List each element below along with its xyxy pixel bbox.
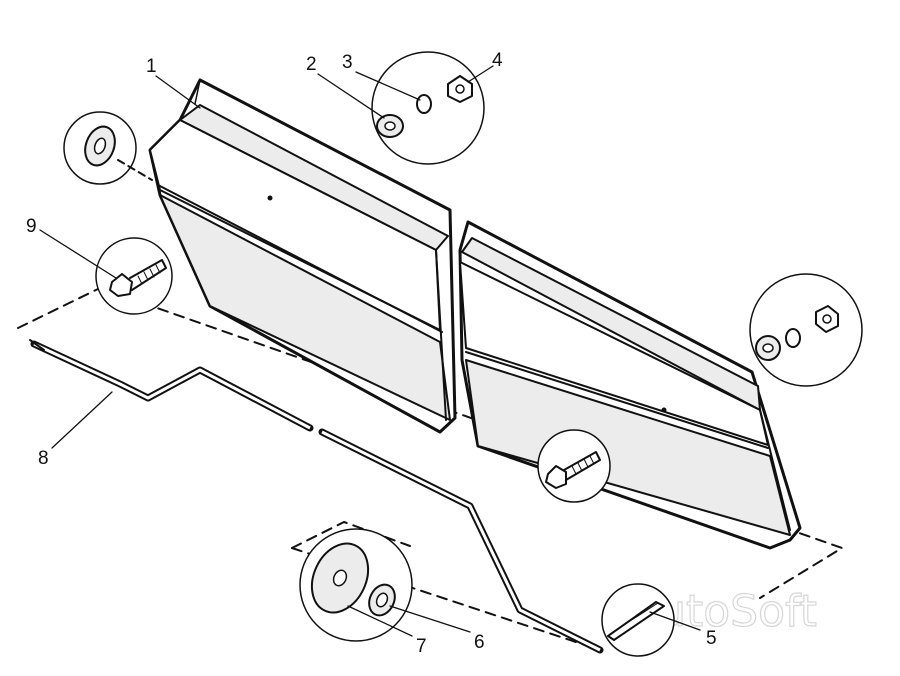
washers-detail-circle-bottom	[299, 528, 413, 642]
cotter-pin-detail-circle	[601, 583, 675, 657]
callout-4: 4	[492, 50, 503, 71]
callout-5: 5	[706, 628, 717, 649]
callout-8: 8	[38, 448, 49, 469]
left-guard-panel	[148, 78, 457, 434]
bolt-detail-circle	[95, 237, 173, 315]
right-guard-panel	[458, 220, 802, 550]
callout-7: 7	[416, 636, 427, 657]
leader-lines	[39, 65, 701, 637]
callout-9: 9	[26, 216, 37, 237]
bolt-detail-circle-right	[537, 429, 611, 503]
hardware-detail-circle-top	[371, 51, 485, 165]
hardware-detail-circle-right	[749, 273, 863, 387]
panel-hole	[267, 195, 273, 201]
washer-detail-circle	[63, 111, 153, 185]
callout-3: 3	[342, 52, 353, 73]
panel-hole	[661, 407, 667, 413]
callout-6: 6	[474, 632, 485, 653]
support-rod	[29, 339, 604, 654]
callout-1: 1	[146, 56, 157, 77]
callout-numbers: 1 2 3 4 5 6 7 8 9	[26, 50, 717, 657]
callout-2: 2	[306, 54, 317, 75]
